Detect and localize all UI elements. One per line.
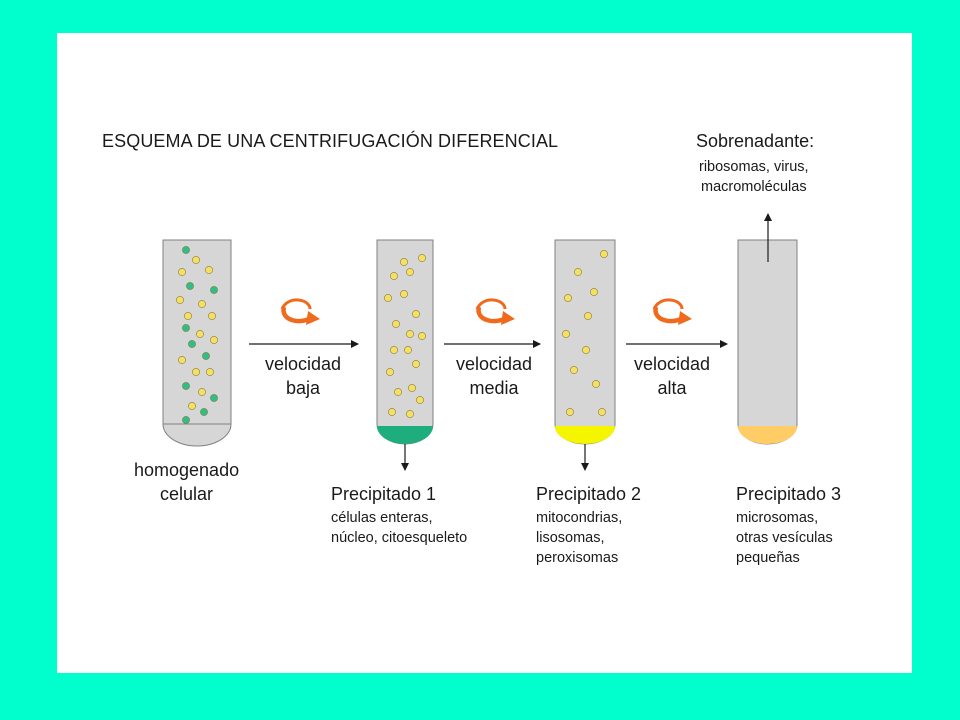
particle-green	[210, 394, 218, 402]
particle-green	[186, 282, 194, 290]
particle-yellow	[206, 368, 214, 376]
particle-yellow	[390, 346, 398, 354]
particle-green	[200, 408, 208, 416]
particle-green	[188, 340, 196, 348]
particle-green	[210, 286, 218, 294]
precipitate-line: núcleo, citoesqueleto	[331, 530, 468, 546]
particle-yellow	[600, 250, 608, 258]
precipitate-line: otras vesículas	[736, 530, 833, 546]
speed-line: media	[469, 378, 519, 398]
particle-yellow	[584, 312, 592, 320]
particle-yellow	[390, 272, 398, 280]
particle-yellow	[408, 384, 416, 392]
particle-yellow	[574, 268, 582, 276]
particle-yellow	[418, 332, 426, 340]
diagram-title: ESQUEMA DE UNA CENTRIFUGACIÓN DIFERENCIA…	[102, 131, 559, 151]
particle-yellow	[192, 368, 200, 376]
particle-yellow	[412, 310, 420, 318]
speed-label-medium: velocidad media	[434, 352, 554, 400]
homogenate-line: homogenado	[134, 460, 240, 480]
particle-yellow	[196, 330, 204, 338]
particle-yellow	[564, 294, 572, 302]
particle-yellow	[205, 266, 213, 274]
particle-green	[182, 246, 190, 254]
tube-precipitado-1	[376, 239, 434, 445]
particle-green	[182, 416, 190, 424]
particle-yellow	[210, 336, 218, 344]
rotation-arrow-icon	[280, 298, 320, 325]
supernatant-line-1: ribosomas, virus,	[699, 159, 809, 175]
particle-yellow	[384, 294, 392, 302]
precipitate-title: Precipitado 3	[736, 484, 842, 504]
particle-yellow	[592, 380, 600, 388]
particle-green	[182, 324, 190, 332]
particle-yellow	[598, 408, 606, 416]
precipitate-line: peroxisomas	[536, 550, 619, 566]
precipitate-line: pequeñas	[736, 550, 800, 566]
precipitate-2-label: Precipitado 2 mitocondrias, lisosomas, p…	[536, 482, 641, 568]
supernatant-contents: ribosomas, virus, macromoléculas	[699, 157, 809, 197]
pellet-1	[377, 426, 433, 444]
particle-yellow	[566, 408, 574, 416]
homogenate-label: homogenado celular	[134, 458, 239, 506]
speed-line: alta	[657, 378, 687, 398]
particle-yellow	[198, 388, 206, 396]
particle-yellow	[412, 360, 420, 368]
precipitate-title: Precipitado 2	[536, 484, 642, 504]
speed-label-high: velocidad alta	[612, 352, 732, 400]
precipitate-title: Precipitado 1	[331, 484, 437, 504]
particle-yellow	[570, 366, 578, 374]
precipitate-1-label: Precipitado 1 células enteras, núcleo, c…	[331, 482, 467, 548]
precipitate-line: mitocondrias,	[536, 510, 623, 526]
tube-precipitado-3	[737, 239, 798, 445]
particle-yellow	[582, 346, 590, 354]
particle-yellow	[192, 256, 200, 264]
particle-yellow	[176, 296, 184, 304]
speed-label-low: velocidad baja	[243, 352, 363, 400]
particle-yellow	[406, 268, 414, 276]
precipitate-line: células enteras,	[331, 510, 433, 526]
pellet-3	[738, 426, 797, 444]
particle-yellow	[208, 312, 216, 320]
particle-yellow	[590, 288, 598, 296]
rotation-arrow-icon	[475, 298, 515, 325]
speed-line: velocidad	[264, 354, 342, 374]
tube-homogenado	[162, 239, 232, 447]
particles	[176, 246, 608, 424]
supernatant-line-2: macromoléculas	[701, 179, 807, 195]
speed-line: baja	[285, 378, 321, 398]
particle-yellow	[404, 346, 412, 354]
homogenate-line: celular	[160, 484, 214, 504]
precipitate-line: microsomas,	[736, 510, 819, 526]
particle-yellow	[178, 356, 186, 364]
particle-yellow	[198, 300, 206, 308]
pellet-2	[555, 426, 615, 444]
particle-yellow	[386, 368, 394, 376]
particle-yellow	[188, 402, 196, 410]
particle-green	[202, 352, 210, 360]
particle-yellow	[416, 396, 424, 404]
particle-yellow	[562, 330, 570, 338]
particle-yellow	[178, 268, 186, 276]
particle-yellow	[400, 290, 408, 298]
precipitate-line: lisosomas,	[536, 530, 605, 546]
speed-line: velocidad	[455, 354, 533, 374]
particle-green	[182, 382, 190, 390]
particle-yellow	[406, 330, 414, 338]
particle-yellow	[406, 410, 414, 418]
particle-yellow	[418, 254, 426, 262]
rotation-arrow-icon	[652, 298, 692, 325]
speed-line: velocidad	[633, 354, 711, 374]
particle-yellow	[400, 258, 408, 266]
particle-yellow	[392, 320, 400, 328]
particle-yellow	[388, 408, 396, 416]
particle-yellow	[394, 388, 402, 396]
supernatant-title: Sobrenadante:	[696, 131, 815, 151]
particle-yellow	[184, 312, 192, 320]
precipitate-3-label: Precipitado 3 microsomas, otras vesícula…	[736, 482, 841, 568]
tube-precipitado-2	[554, 239, 616, 445]
